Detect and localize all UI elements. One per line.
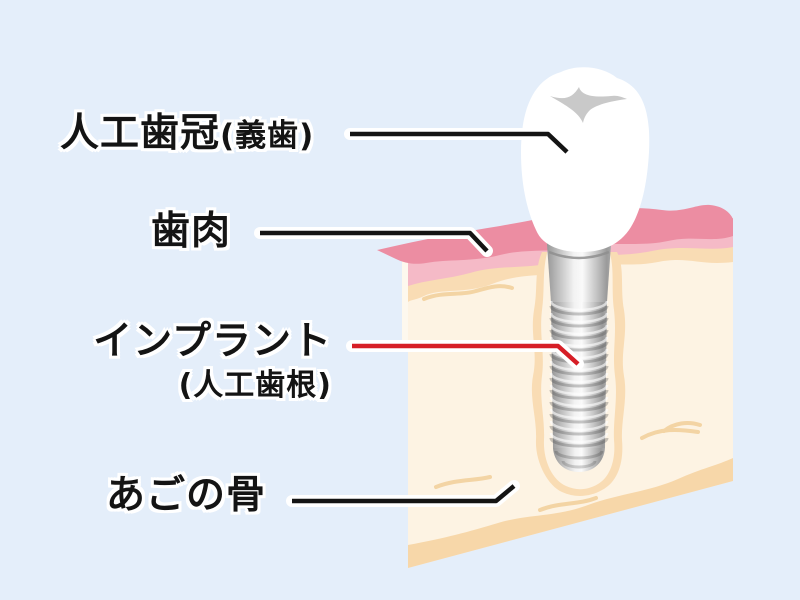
crown-label-sub: (義歯) <box>220 118 315 154</box>
tip-thread-line <box>554 450 604 460</box>
crown-label-text: 人工歯冠 <box>60 111 221 156</box>
tip-thread-line <box>561 460 597 469</box>
gum-label: 歯肉 <box>151 209 232 254</box>
leader-line-crown <box>344 128 573 158</box>
implant-label-text: インプラント <box>93 319 332 364</box>
bone-bottom-band <box>408 458 733 568</box>
implant-tip <box>553 448 605 472</box>
crown-occlusal-groove <box>550 87 627 123</box>
leader-line-jawbone <box>286 480 520 507</box>
bone-cracks <box>422 284 702 512</box>
crown-body <box>521 67 650 252</box>
crown-shape <box>521 67 650 252</box>
abutment-flange-line <box>548 250 610 260</box>
leader-lines <box>254 128 584 507</box>
jawbone-label-text: あごの骨 <box>106 473 267 518</box>
implant-label: インプラント (人工歯根) <box>70 319 332 403</box>
leader-line-implant <box>346 340 584 370</box>
crown-label: 人工歯冠(義歯) <box>60 111 315 156</box>
implant-label-sub: (人工歯根) <box>178 367 332 403</box>
jawbone-label: あごの骨 <box>106 473 267 518</box>
bone-left-edge-highlight <box>402 257 408 347</box>
gum-label-text: 歯肉 <box>151 209 232 254</box>
leader-line-gum <box>254 227 493 257</box>
